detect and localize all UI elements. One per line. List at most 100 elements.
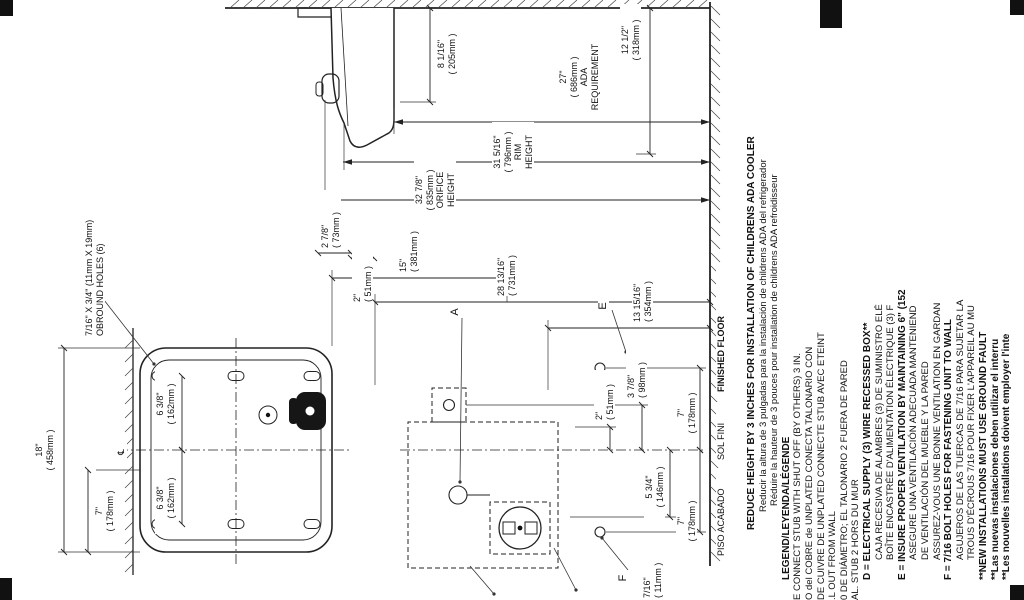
dim-tick — [647, 151, 653, 157]
crop-mark — [0, 578, 12, 600]
floor-hatch — [711, 383, 720, 392]
wall-hatch — [646, 0, 655, 8]
floor-hatch — [711, 84, 720, 93]
outlet-receptacle-top — [503, 522, 515, 534]
floor-hatch — [711, 513, 720, 522]
floor-hatch — [711, 552, 720, 561]
water-supply-stub — [449, 486, 467, 504]
hatch-group — [125, 0, 720, 572]
dim-arrow — [701, 197, 710, 203]
wall-hatch — [347, 0, 356, 8]
dim-tick — [179, 521, 185, 527]
floor-hatch — [711, 461, 720, 470]
floor-hatch — [711, 32, 720, 41]
crop-mark — [0, 0, 13, 16]
floor-hatch — [711, 201, 720, 210]
obround-hole — [152, 520, 168, 529]
wall-hatch — [230, 0, 239, 8]
plan-wall-hatch — [125, 368, 133, 376]
floor-hatch — [711, 331, 720, 340]
wall-hatch — [672, 0, 681, 8]
extension-lines-group — [58, 100, 706, 552]
dim-tick — [707, 299, 713, 305]
dim-arrow — [701, 119, 710, 125]
crop-mark — [1010, 0, 1024, 15]
floor-hatch — [711, 240, 720, 249]
floor-hatch — [711, 6, 720, 15]
dim-tick — [667, 514, 673, 520]
dim-tick — [667, 447, 673, 453]
leader-line — [470, 566, 494, 594]
floor-hatch — [711, 227, 720, 236]
leader-dot — [492, 592, 496, 596]
floor-hatch — [711, 409, 720, 418]
obround-hole — [152, 372, 168, 381]
floor-hatch — [711, 253, 720, 262]
plan-wall-hatch — [125, 396, 133, 404]
floor-hatch — [711, 435, 720, 444]
leader-dot — [600, 536, 604, 540]
plan-wall-hatch — [125, 550, 133, 558]
floor-hatch — [711, 19, 720, 28]
leader-dot — [152, 362, 156, 366]
wall-hatch — [698, 0, 707, 8]
waste-stub — [444, 400, 455, 411]
obround-hole — [304, 520, 320, 529]
wall-hatch — [373, 0, 382, 8]
bubbler-orifice-icon — [305, 406, 315, 416]
dim-arrow — [343, 159, 352, 165]
plan-wall-hatch — [125, 410, 133, 418]
floor-hatch — [711, 266, 720, 275]
floor-hatch — [711, 292, 720, 301]
leader-line — [554, 548, 576, 590]
dim-tick — [607, 447, 613, 453]
dim-arrow — [325, 197, 334, 203]
dim-tick — [697, 365, 703, 371]
wall-hatch — [386, 0, 395, 8]
cooler-side-profile — [331, 8, 394, 147]
floor-hatch — [711, 71, 720, 80]
outlet-screw — [517, 525, 523, 531]
wall-hatch — [360, 0, 369, 8]
floor-hatch — [711, 175, 720, 184]
floor-hatch — [711, 305, 720, 314]
wall-hatch — [542, 0, 551, 8]
leader-line — [460, 318, 462, 482]
leader-dot — [574, 588, 578, 592]
plan-wall-hatch — [125, 340, 133, 348]
dim-tick — [427, 99, 433, 105]
plan-wall-hatch — [125, 354, 133, 362]
plan-wall-hatch — [125, 508, 133, 516]
wall-hatch — [503, 0, 512, 8]
leader-line — [612, 310, 626, 352]
bubbler-side — [322, 74, 339, 103]
dim-tick — [179, 373, 185, 379]
leader-dot — [624, 350, 628, 354]
floor-hatch — [711, 422, 720, 431]
wall-hatch — [581, 0, 590, 8]
floor-hatch — [711, 149, 720, 158]
crop-mark — [1010, 585, 1024, 600]
wall-hatch — [256, 0, 265, 8]
plan-wall-hatch — [125, 494, 133, 502]
dim-tick — [315, 250, 321, 256]
rough-in-group — [400, 363, 706, 568]
bubbler-side-top — [316, 82, 323, 96]
wall-hatch — [438, 0, 447, 8]
plan-view-group — [118, 336, 352, 564]
floor-hatch — [711, 526, 720, 535]
recessed-electrical-box-dashed — [490, 502, 550, 554]
wall-hatch — [269, 0, 278, 8]
plan-wall-hatch — [125, 438, 133, 446]
wall-hatch — [308, 0, 317, 8]
cropped-black-bar — [820, 0, 842, 28]
leader-line — [602, 538, 628, 570]
bolt-hole-right — [595, 363, 605, 373]
dim-tick — [427, 5, 433, 11]
dim-arrow — [394, 119, 403, 125]
drain-circle — [259, 406, 277, 424]
dim-tick — [545, 325, 551, 331]
